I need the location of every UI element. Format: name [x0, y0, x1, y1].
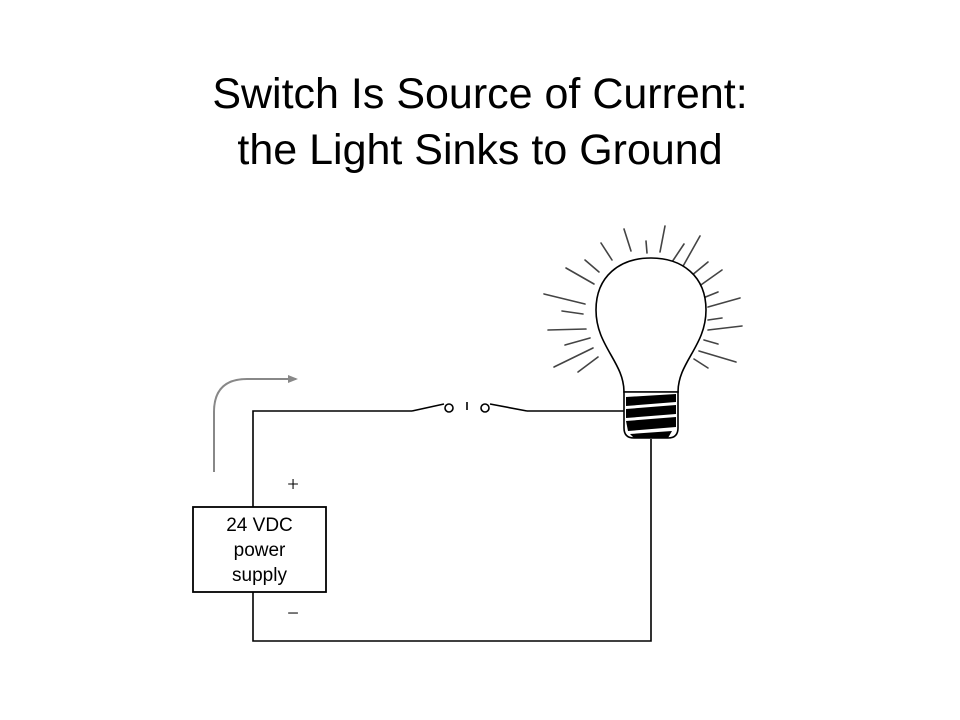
current-arrow-icon [213, 375, 298, 472]
light-bulb-icon [543, 225, 743, 439]
circuit-wires [252, 410, 652, 642]
power-supply-box [192, 506, 327, 593]
minus-terminal-label: − [287, 601, 299, 625]
plus-terminal-label: + [287, 472, 299, 496]
title-line-1: Switch Is Source of Current: [212, 70, 748, 118]
title-line-2: the Light Sinks to Ground [237, 126, 723, 174]
wire-supply-plus-to-switch [252, 410, 412, 507]
bulb-glass [595, 257, 707, 393]
power-supply-label-1: 24 VDC [226, 515, 293, 536]
glow-rays [543, 225, 743, 373]
power-supply-label-2: power [234, 540, 286, 561]
page-title: Switch Is Source of Current: the Light S… [0, 66, 960, 178]
wire-bulb-to-ground [252, 439, 652, 642]
power-supply-label-3: supply [232, 565, 287, 586]
power-supply: 24 VDC power supply + − [192, 472, 327, 625]
bulb-base-threads [626, 394, 676, 438]
switch-icon [411, 402, 528, 413]
